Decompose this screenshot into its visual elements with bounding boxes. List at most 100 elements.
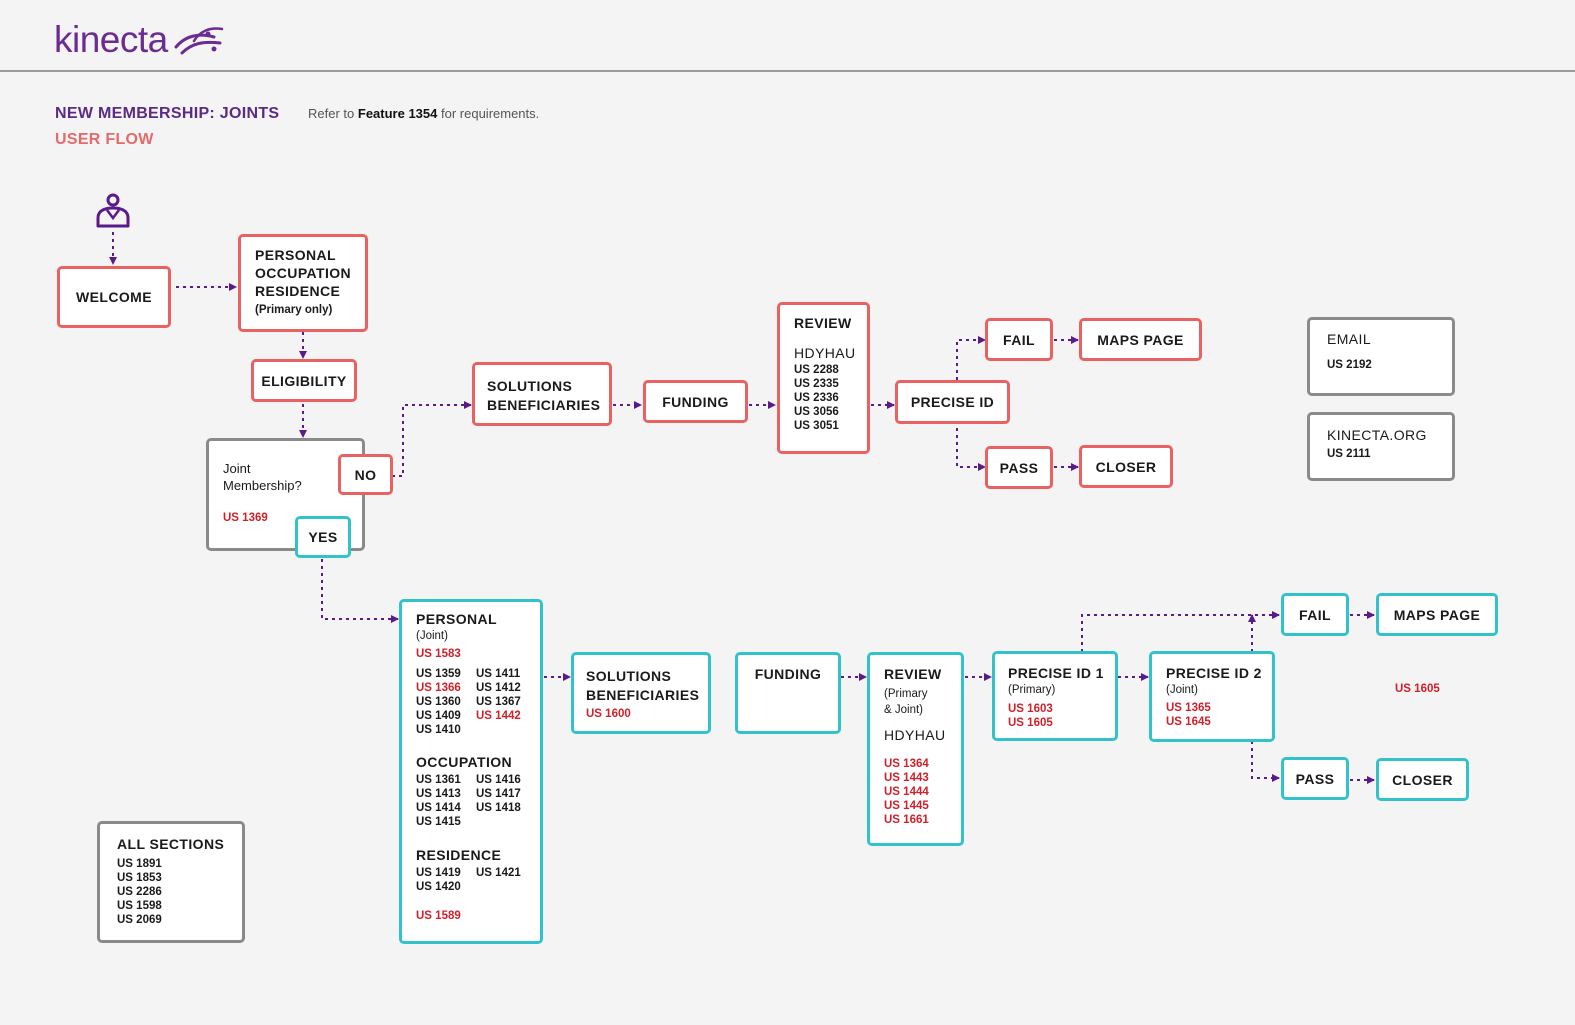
precise-id-2-note: (Joint) bbox=[1166, 684, 1198, 696]
joint-solutions-line: SOLUTIONS bbox=[586, 668, 672, 684]
primary-note-line: (Primary bbox=[884, 688, 928, 700]
joint-maps-page-label: MAPS PAGE bbox=[1393, 606, 1481, 623]
joint-review-story: US 1364 bbox=[884, 758, 929, 770]
funding-step[interactable]: FUNDING bbox=[643, 380, 748, 423]
residence-title: RESIDENCE bbox=[416, 847, 502, 863]
pass-outcome[interactable]: PASS bbox=[985, 446, 1053, 489]
email-info-box[interactable]: EMAIL US 2192 bbox=[1307, 317, 1455, 396]
email-title: EMAIL bbox=[1327, 331, 1372, 347]
precise-id-1-note: (Primary) bbox=[1008, 684, 1056, 696]
logo-wordmark: kinecta bbox=[54, 19, 168, 60]
personal-occupation-residence-step[interactable]: PERSONAL OCCUPATION RESIDENCE (Primary o… bbox=[238, 234, 368, 332]
eligibility-step[interactable]: ELIGIBILITY bbox=[251, 359, 357, 402]
all-sections-story: US 2069 bbox=[117, 914, 162, 926]
joint-note-line: & Joint) bbox=[884, 704, 923, 716]
occupation-story: US 1415 bbox=[416, 816, 461, 828]
joint-fail-outcome[interactable]: FAIL bbox=[1281, 593, 1349, 636]
personal-story: US 1410 bbox=[416, 724, 461, 736]
no-option[interactable]: NO bbox=[338, 454, 393, 495]
all-sections-info-box[interactable]: ALL SECTIONS US 1891 US 1853 US 2286 US … bbox=[97, 821, 245, 943]
occupation-story-grid: US 1361 US 1416 US 1413 US 1417 US 1414 … bbox=[416, 773, 540, 829]
occupation-story: US 1417 bbox=[476, 788, 521, 800]
review-story: US 3056 bbox=[794, 406, 839, 418]
residence-story-grid: US 1419 US 1421 US 1420 bbox=[416, 866, 540, 894]
review-story: US 3051 bbox=[794, 420, 839, 432]
occupation-story bbox=[476, 815, 536, 829]
hdyhau-label: HDYHAU bbox=[794, 345, 856, 361]
joint-review-step[interactable]: REVIEW (Primary & Joint) HDYHAU US 1364 … bbox=[867, 652, 964, 846]
occupation-story: US 1416 bbox=[476, 774, 521, 786]
yes-option[interactable]: YES bbox=[295, 516, 351, 558]
personal-line: PERSONAL bbox=[255, 247, 336, 263]
joint-closer-step[interactable]: CLOSER bbox=[1376, 758, 1469, 801]
personal-story: US 1411 bbox=[476, 668, 521, 680]
all-sections-story: US 1598 bbox=[117, 900, 162, 912]
header-divider bbox=[0, 70, 1575, 72]
joint-funding-step[interactable]: FUNDING bbox=[735, 652, 841, 734]
precise-id-1-story: US 1603 bbox=[1008, 703, 1053, 715]
joint-pass-outcome[interactable]: PASS bbox=[1281, 757, 1349, 800]
joint-review-story: US 1443 bbox=[884, 772, 929, 784]
residence-story: US 1419 bbox=[416, 867, 461, 879]
joint-funding-label: FUNDING bbox=[754, 666, 822, 682]
residence-line: RESIDENCE bbox=[255, 283, 341, 299]
feature-link[interactable]: Feature 1354 bbox=[357, 106, 438, 121]
review-story: US 2288 bbox=[794, 364, 839, 376]
primary-joint-note: (Primary & Joint) bbox=[884, 686, 961, 718]
refer-prefix: Refer to bbox=[308, 106, 355, 121]
joint-personal-title: PERSONAL bbox=[416, 611, 497, 627]
precise-id-2-story: US 1365 bbox=[1166, 702, 1211, 714]
beneficiaries-line: BENEFICIARIES bbox=[487, 397, 601, 413]
review-title: REVIEW bbox=[794, 315, 852, 331]
maps-page-step[interactable]: MAPS PAGE bbox=[1079, 318, 1202, 361]
occupation-story: US 1414 bbox=[416, 802, 461, 814]
personal-story: US 1367 bbox=[476, 696, 521, 708]
joint-personal-step[interactable]: PERSONAL (Joint) US 1583 US 1359 US 1411… bbox=[399, 599, 543, 944]
all-sections-title: ALL SECTIONS bbox=[117, 836, 225, 852]
precise-id-2-step[interactable]: PRECISE ID 2 (Joint) US 1365 US 1645 bbox=[1149, 651, 1275, 742]
no-label: NO bbox=[354, 466, 377, 483]
personal-story-grid: US 1359 US 1411 US 1366 US 1412 US 1360 … bbox=[416, 667, 540, 737]
joint-beneficiaries-line: BENEFICIARIES bbox=[586, 687, 700, 703]
personal-story: US 1366 bbox=[416, 682, 461, 694]
joint-pass-label: PASS bbox=[1295, 770, 1335, 787]
all-sections-story: US 2286 bbox=[117, 886, 162, 898]
page-subtitle: USER FLOW bbox=[55, 131, 154, 148]
joint-review-title: REVIEW bbox=[884, 666, 942, 682]
precise-id-step[interactable]: PRECISE ID bbox=[895, 380, 1010, 424]
closer-step[interactable]: CLOSER bbox=[1079, 445, 1173, 488]
review-stories: US 2288 US 2335 US 2336 US 3056 US 3051 bbox=[794, 363, 867, 433]
personal-story: US 1360 bbox=[416, 696, 461, 708]
personal-story: US 1409 bbox=[416, 710, 461, 722]
funding-label: FUNDING bbox=[662, 393, 729, 410]
joint-solutions-beneficiaries-step[interactable]: SOLUTIONS BENEFICIARIES US 1600 bbox=[571, 652, 711, 734]
residence-story: US 1420 bbox=[416, 881, 461, 893]
yes-label: YES bbox=[308, 529, 338, 545]
solutions-beneficiaries-step[interactable]: SOLUTIONS BENEFICIARIES bbox=[472, 362, 612, 426]
fail-outcome[interactable]: FAIL bbox=[985, 318, 1053, 361]
all-sections-story: US 1853 bbox=[117, 872, 162, 884]
precise-id-1-step[interactable]: PRECISE ID 1 (Primary) US 1603 US 1605 bbox=[992, 651, 1118, 741]
welcome-label: WELCOME bbox=[76, 289, 152, 305]
joint-maps-page-step[interactable]: MAPS PAGE bbox=[1376, 593, 1498, 636]
page-title: NEW MEMBERSHIP: JOINTS bbox=[55, 105, 280, 122]
pass-label: PASS bbox=[999, 459, 1039, 476]
joint-closer-label: CLOSER bbox=[1392, 771, 1453, 788]
kinecta-org-info-box[interactable]: KINECTA.ORG US 2111 bbox=[1307, 412, 1455, 481]
kinecta-org-story: US 2111 bbox=[1327, 448, 1371, 460]
kinecta-org-title: KINECTA.ORG bbox=[1327, 427, 1427, 443]
review-step[interactable]: REVIEW HDYHAU US 2288 US 2335 US 2336 US… bbox=[777, 302, 870, 454]
residence-story: US 1421 bbox=[476, 867, 521, 879]
joint-review-stories: US 1364 US 1443 US 1444 US 1445 US 1661 bbox=[884, 757, 961, 827]
precise-id-1-stories: US 1603 US 1605 bbox=[1008, 702, 1115, 730]
personal-story: US 1412 bbox=[476, 682, 521, 694]
joint-personal-story: US 1583 bbox=[416, 648, 461, 660]
kinecta-swoosh-icon bbox=[174, 27, 223, 55]
kinecta-logo[interactable]: kinecta bbox=[54, 19, 232, 60]
welcome-step[interactable]: WELCOME bbox=[57, 266, 171, 328]
solutions-line: SOLUTIONS bbox=[487, 378, 573, 394]
maps-page-label: MAPS PAGE bbox=[1097, 331, 1184, 348]
refer-suffix: for requirements. bbox=[441, 106, 540, 121]
precise-id-1-story: US 1605 bbox=[1008, 717, 1053, 729]
